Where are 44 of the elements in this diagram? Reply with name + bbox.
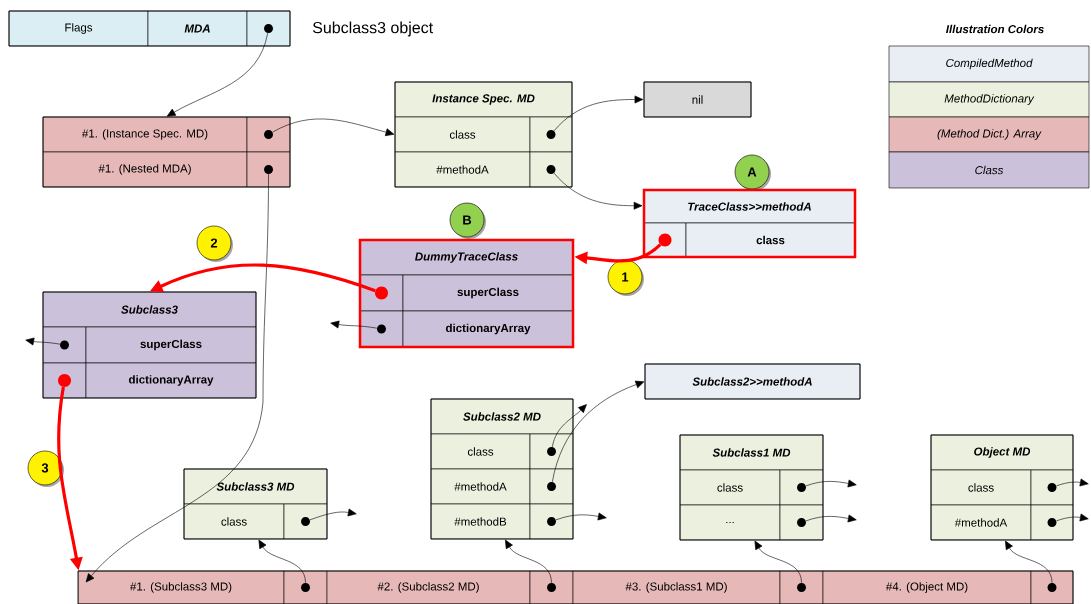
arrow [258, 539, 306, 584]
table-cell: nil [643, 81, 752, 118]
object-caption: Subclass3 object [312, 21, 433, 37]
arrow [553, 172, 643, 210]
arrow [330, 320, 378, 329]
record-table [430, 398, 574, 540]
record-table [358, 238, 575, 349]
arrow [555, 512, 607, 521]
arrow [754, 540, 802, 584]
arrow [552, 404, 587, 448]
marker-badge: 1 [607, 259, 644, 296]
record-table [42, 291, 257, 399]
legend-title: Illustration Colors [946, 24, 1044, 34]
legend-entry: MethodDictionary [888, 81, 1090, 118]
arrow [552, 380, 645, 483]
marker-badge: A [734, 154, 771, 191]
arrow [805, 479, 857, 488]
record-table [8, 10, 433, 47]
arrow [85, 173, 269, 583]
arrow [1005, 540, 1053, 584]
arrow [553, 95, 644, 132]
arrow [805, 514, 857, 523]
record-table [394, 81, 573, 188]
record-table [77, 570, 1074, 604]
record-table [183, 468, 328, 540]
arrow [1056, 478, 1089, 487]
record-table [930, 434, 1074, 541]
record-table [679, 434, 824, 541]
arrow [1056, 513, 1089, 522]
arrow [272, 118, 395, 137]
arrow [309, 508, 357, 521]
marker-badge: 3 [27, 450, 64, 487]
legend-entry: Class [888, 151, 1090, 189]
header-cell: Subclass2>>methodA [644, 363, 861, 400]
arrow [166, 32, 268, 117]
record-table [42, 116, 291, 188]
marker-badge: 2 [196, 225, 233, 262]
arrow [25, 337, 61, 346]
record-table [642, 188, 857, 259]
arrow [505, 539, 552, 584]
marker-badge: B [449, 202, 486, 239]
table-cell: Flags [8, 10, 149, 47]
legend-entry: (Method Dict.) Array [888, 116, 1090, 153]
legend-entry: CompiledMethod [888, 45, 1090, 83]
